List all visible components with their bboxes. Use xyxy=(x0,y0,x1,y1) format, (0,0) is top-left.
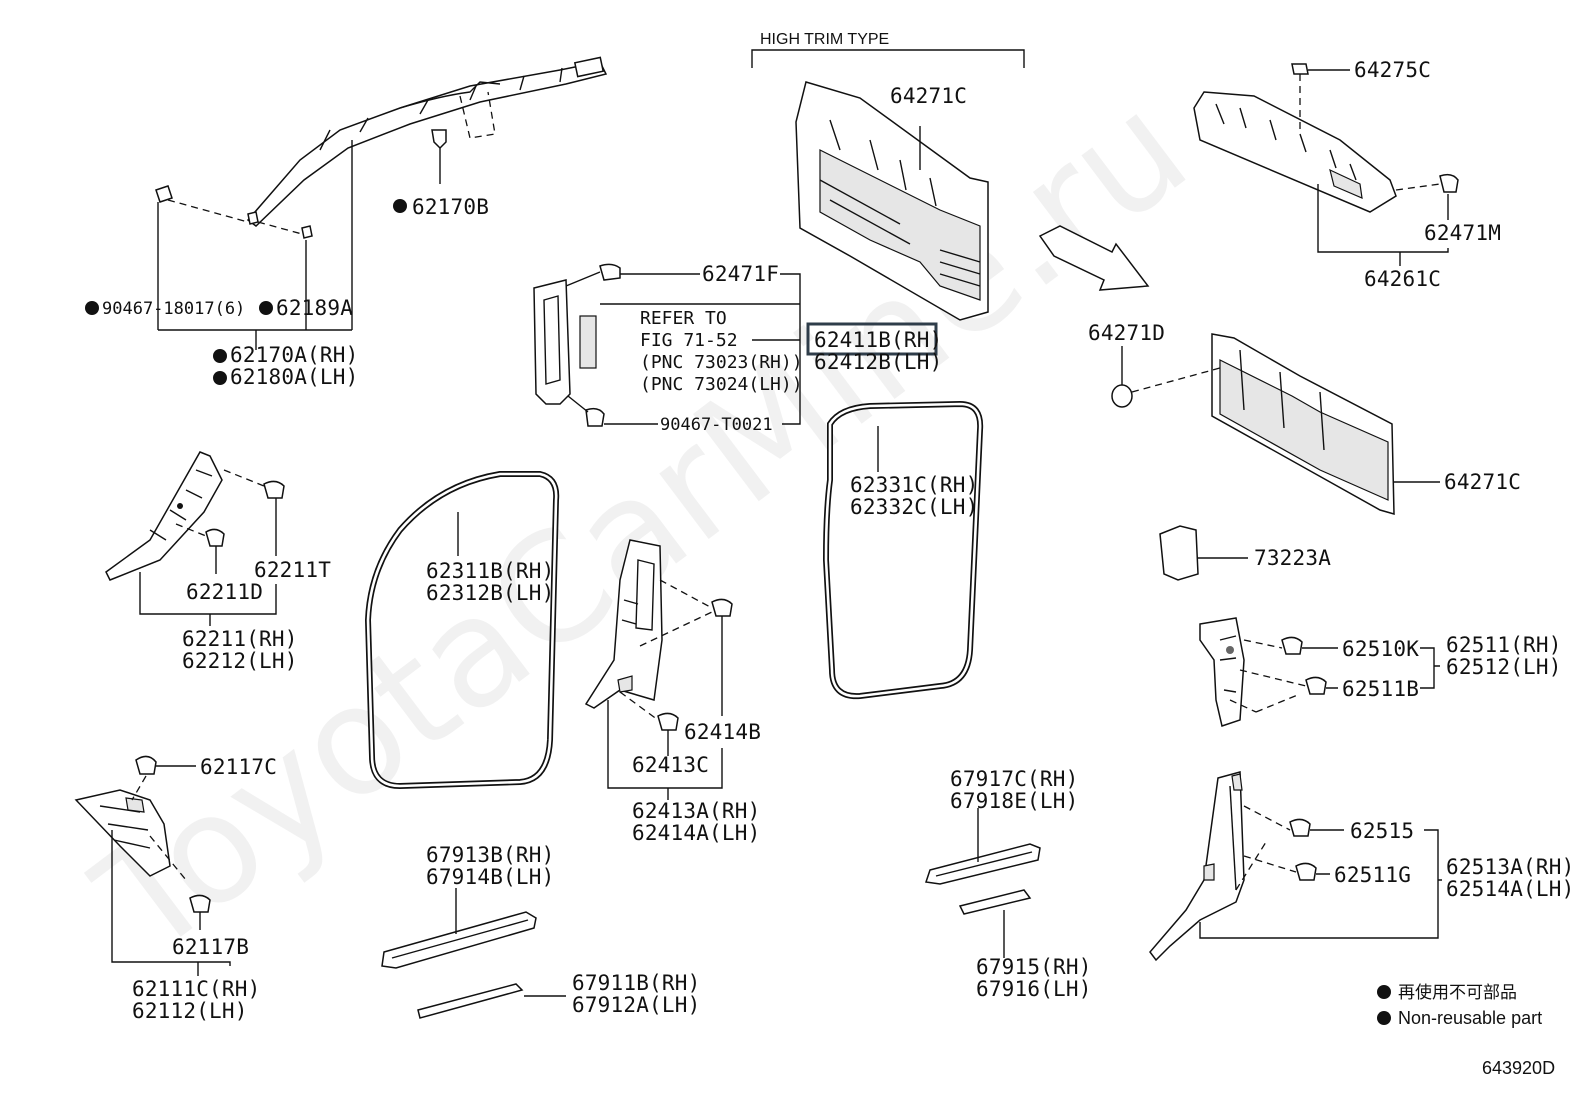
clip-62170B-group: 62170B xyxy=(393,129,489,219)
refer-line-4: (PNC 73024(LH)) xyxy=(640,374,803,395)
quarter-trim-62511-group: 62510K 62511B 62511(RH) 62512(LH) xyxy=(1199,617,1562,727)
legend-english: Non-reusable part xyxy=(1398,1008,1542,1028)
center-pillar-garnish-group: 62414B 62413C 62413A(RH) 62414A(LH) xyxy=(584,539,761,845)
label-67915: 67915(RH) xyxy=(976,955,1092,979)
label-62211: 62211(RH) xyxy=(182,627,298,651)
label-62411B: 62411B(RH) xyxy=(814,328,942,352)
label-64271C-top: 64271C xyxy=(890,84,967,108)
label-62111C: 62111C(RH) xyxy=(132,977,260,1001)
non-reusable-bullet-icon xyxy=(213,371,227,385)
label-62471M: 62471M xyxy=(1424,221,1501,245)
label-62117B: 62117B xyxy=(172,935,249,959)
highlight-box xyxy=(806,322,938,356)
door-seal-62311B: 62311B(RH) 62312B(LH) xyxy=(364,471,560,790)
label-62412B: 62412B(LH) xyxy=(814,350,942,374)
label-62331C: 62331C(RH) xyxy=(850,473,978,497)
high-trim-bracket: HIGH TRIM TYPE xyxy=(751,31,1025,68)
label-67914B: 67914B(LH) xyxy=(426,865,554,889)
label-64261C: 64261C xyxy=(1364,267,1441,291)
label-67911B: 67911B(RH) xyxy=(572,971,700,995)
door-seal-62331C: 62331C(RH) 62332C(LH) xyxy=(822,400,984,700)
label-62471F: 62471F xyxy=(702,262,779,286)
non-reusable-bullet-icon xyxy=(393,199,407,213)
legend-japanese: 再使用不可部品 xyxy=(1398,982,1517,1003)
high-trim-header: HIGH TRIM TYPE xyxy=(760,31,889,48)
label-73223A: 73223A xyxy=(1254,546,1331,570)
non-reusable-bullet-icon xyxy=(213,349,227,363)
back-panel-trim-group: 64271C xyxy=(795,81,989,321)
label-62511B: 62511B xyxy=(1342,677,1419,701)
scuff-plate-67913B-group: 67913B(RH) 67914B(LH) 67911B(RH) 67912A(… xyxy=(381,843,700,1019)
label-67912A: 67912A(LH) xyxy=(572,993,700,1017)
figure-code: 643920D xyxy=(1482,1058,1555,1078)
label-67917C: 67917C(RH) xyxy=(950,767,1078,791)
label-64275C: 64275C xyxy=(1354,58,1431,82)
pillar-62211-group: 62211T 62211D 62211(RH) 62212(LH) xyxy=(105,451,331,673)
label-62212: 62212(LH) xyxy=(182,649,298,673)
label-62211T: 62211T xyxy=(254,558,331,582)
label-62311B: 62311B(RH) xyxy=(426,559,554,583)
label-62515: 62515 xyxy=(1350,819,1414,843)
label-67916: 67916(LH) xyxy=(976,977,1092,1001)
label-64271C-right: 64271C xyxy=(1444,470,1521,494)
label-62117C: 62117C xyxy=(200,755,277,779)
label-62312B: 62312B(LH) xyxy=(426,581,554,605)
label-62170A: 62170A(RH) xyxy=(230,343,358,367)
refer-line-2: FIG 71-52 xyxy=(640,330,738,351)
rear-pillar-62513A-group: 62515 62511G 62513A(RH) 62514A(LH) xyxy=(1149,771,1574,962)
label-62511: 62511(RH) xyxy=(1446,633,1562,657)
label-67918E: 67918E(LH) xyxy=(950,789,1078,813)
label-62332C: 62332C(LH) xyxy=(850,495,978,519)
non-reusable-bullet-icon xyxy=(259,301,273,315)
legend: 再使用不可部品 Non-reusable part xyxy=(1377,982,1542,1028)
label-62413C: 62413C xyxy=(632,753,709,777)
label-62414A: 62414A(LH) xyxy=(632,821,760,845)
label-62511G: 62511G xyxy=(1334,863,1411,887)
window-switch-icon xyxy=(579,315,597,369)
scuff-plate-67917C-group: 67917C(RH) 67918E(LH) 67915(RH) 67916(LH… xyxy=(925,767,1092,1001)
lower-back-panel-group: 64271C 64271D xyxy=(1088,321,1521,516)
upper-back-panel-group: 64275C 62471M 64261C xyxy=(1193,58,1501,291)
label-62510K: 62510K xyxy=(1342,637,1419,661)
non-reusable-bullet-icon xyxy=(1377,985,1391,999)
label-62414B: 62414B xyxy=(684,720,761,744)
part-73223A-group: 73223A xyxy=(1159,525,1331,581)
refer-line-3: (PNC 73023(RH)) xyxy=(640,352,803,373)
label-62211D: 62211D xyxy=(186,580,263,604)
label-90467-18017: 90467-18017(6) xyxy=(102,299,245,319)
label-90467-T0021: 90467-T0021 xyxy=(660,415,773,435)
label-62513A: 62513A(RH) xyxy=(1446,855,1574,879)
label-62189A: 62189A xyxy=(276,296,353,320)
label-62180A: 62180A(LH) xyxy=(230,365,358,389)
watermark-text: ToyotaCarMine.ru xyxy=(66,61,1218,989)
roof-side-rail-assembly xyxy=(155,56,608,350)
label-62512: 62512(LH) xyxy=(1446,655,1562,679)
label-64271D: 64271D xyxy=(1088,321,1165,345)
direction-arrow-icon xyxy=(1038,225,1150,291)
plug-icon xyxy=(1111,384,1133,408)
front-pillar-lower-62111C-group: 62117C 62117B 62111C(RH) 62112(LH) xyxy=(74,755,277,1023)
label-67913B: 67913B(RH) xyxy=(426,843,554,867)
roof-rail-labels: 90467-18017(6) 62189A 62170A(RH) 62180A(… xyxy=(85,296,358,389)
refer-line-1: REFER TO xyxy=(640,308,727,329)
front-pillar-garnish-group: 62471F 90467-T0021 REFER TO FIG 71-52 (P… xyxy=(533,262,942,435)
label-62112: 62112(LH) xyxy=(132,999,248,1023)
label-62170B: 62170B xyxy=(412,195,489,219)
non-reusable-bullet-icon xyxy=(85,301,99,315)
non-reusable-bullet-icon xyxy=(1377,1011,1391,1025)
label-62413A: 62413A(RH) xyxy=(632,799,760,823)
label-62514A: 62514A(LH) xyxy=(1446,877,1574,901)
